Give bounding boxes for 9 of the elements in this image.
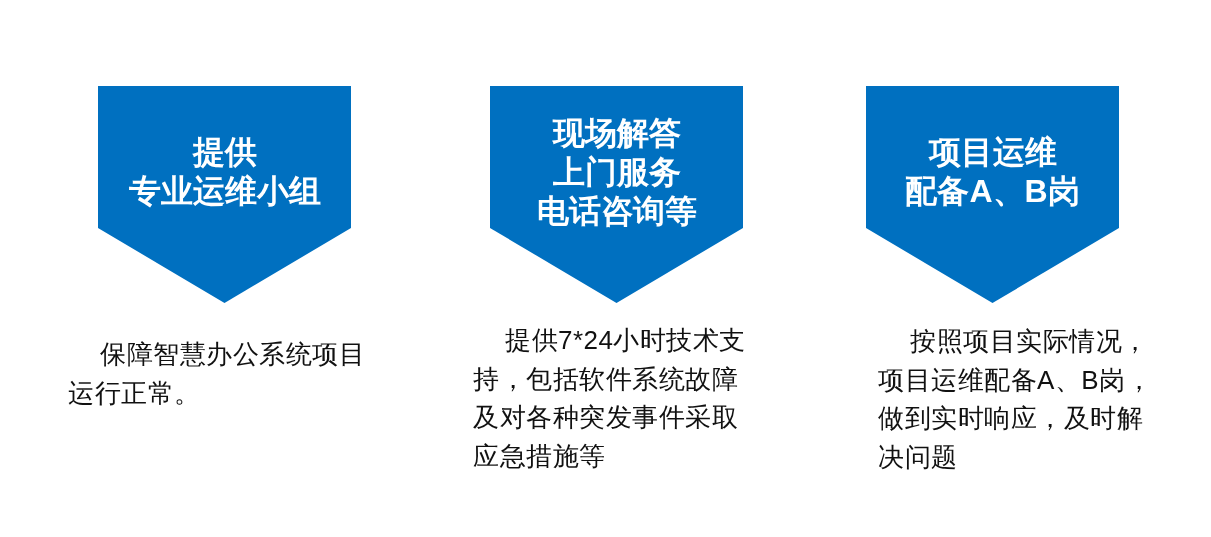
banner-heading: 现场解答上门服务电话咨询等	[536, 113, 697, 231]
banner-heading: 项目运维配备A、B岗	[905, 133, 1080, 211]
banner-heading: 提供专业运维小组	[128, 133, 321, 211]
description-text: 提供7*24小时技术支持，包括软件系统故障及对各种突发事件采取应急措施等	[473, 324, 747, 473]
description-text: 保障智慧办公系统项目运行正常。	[68, 338, 366, 410]
chevron-banner	[866, 86, 1119, 303]
chevron-banner	[490, 86, 743, 303]
chevron-banner	[98, 86, 351, 303]
description-text: 按照项目实际情况，项目运维配备A、B岗，做到实时响应，及时解决问题	[878, 325, 1154, 474]
